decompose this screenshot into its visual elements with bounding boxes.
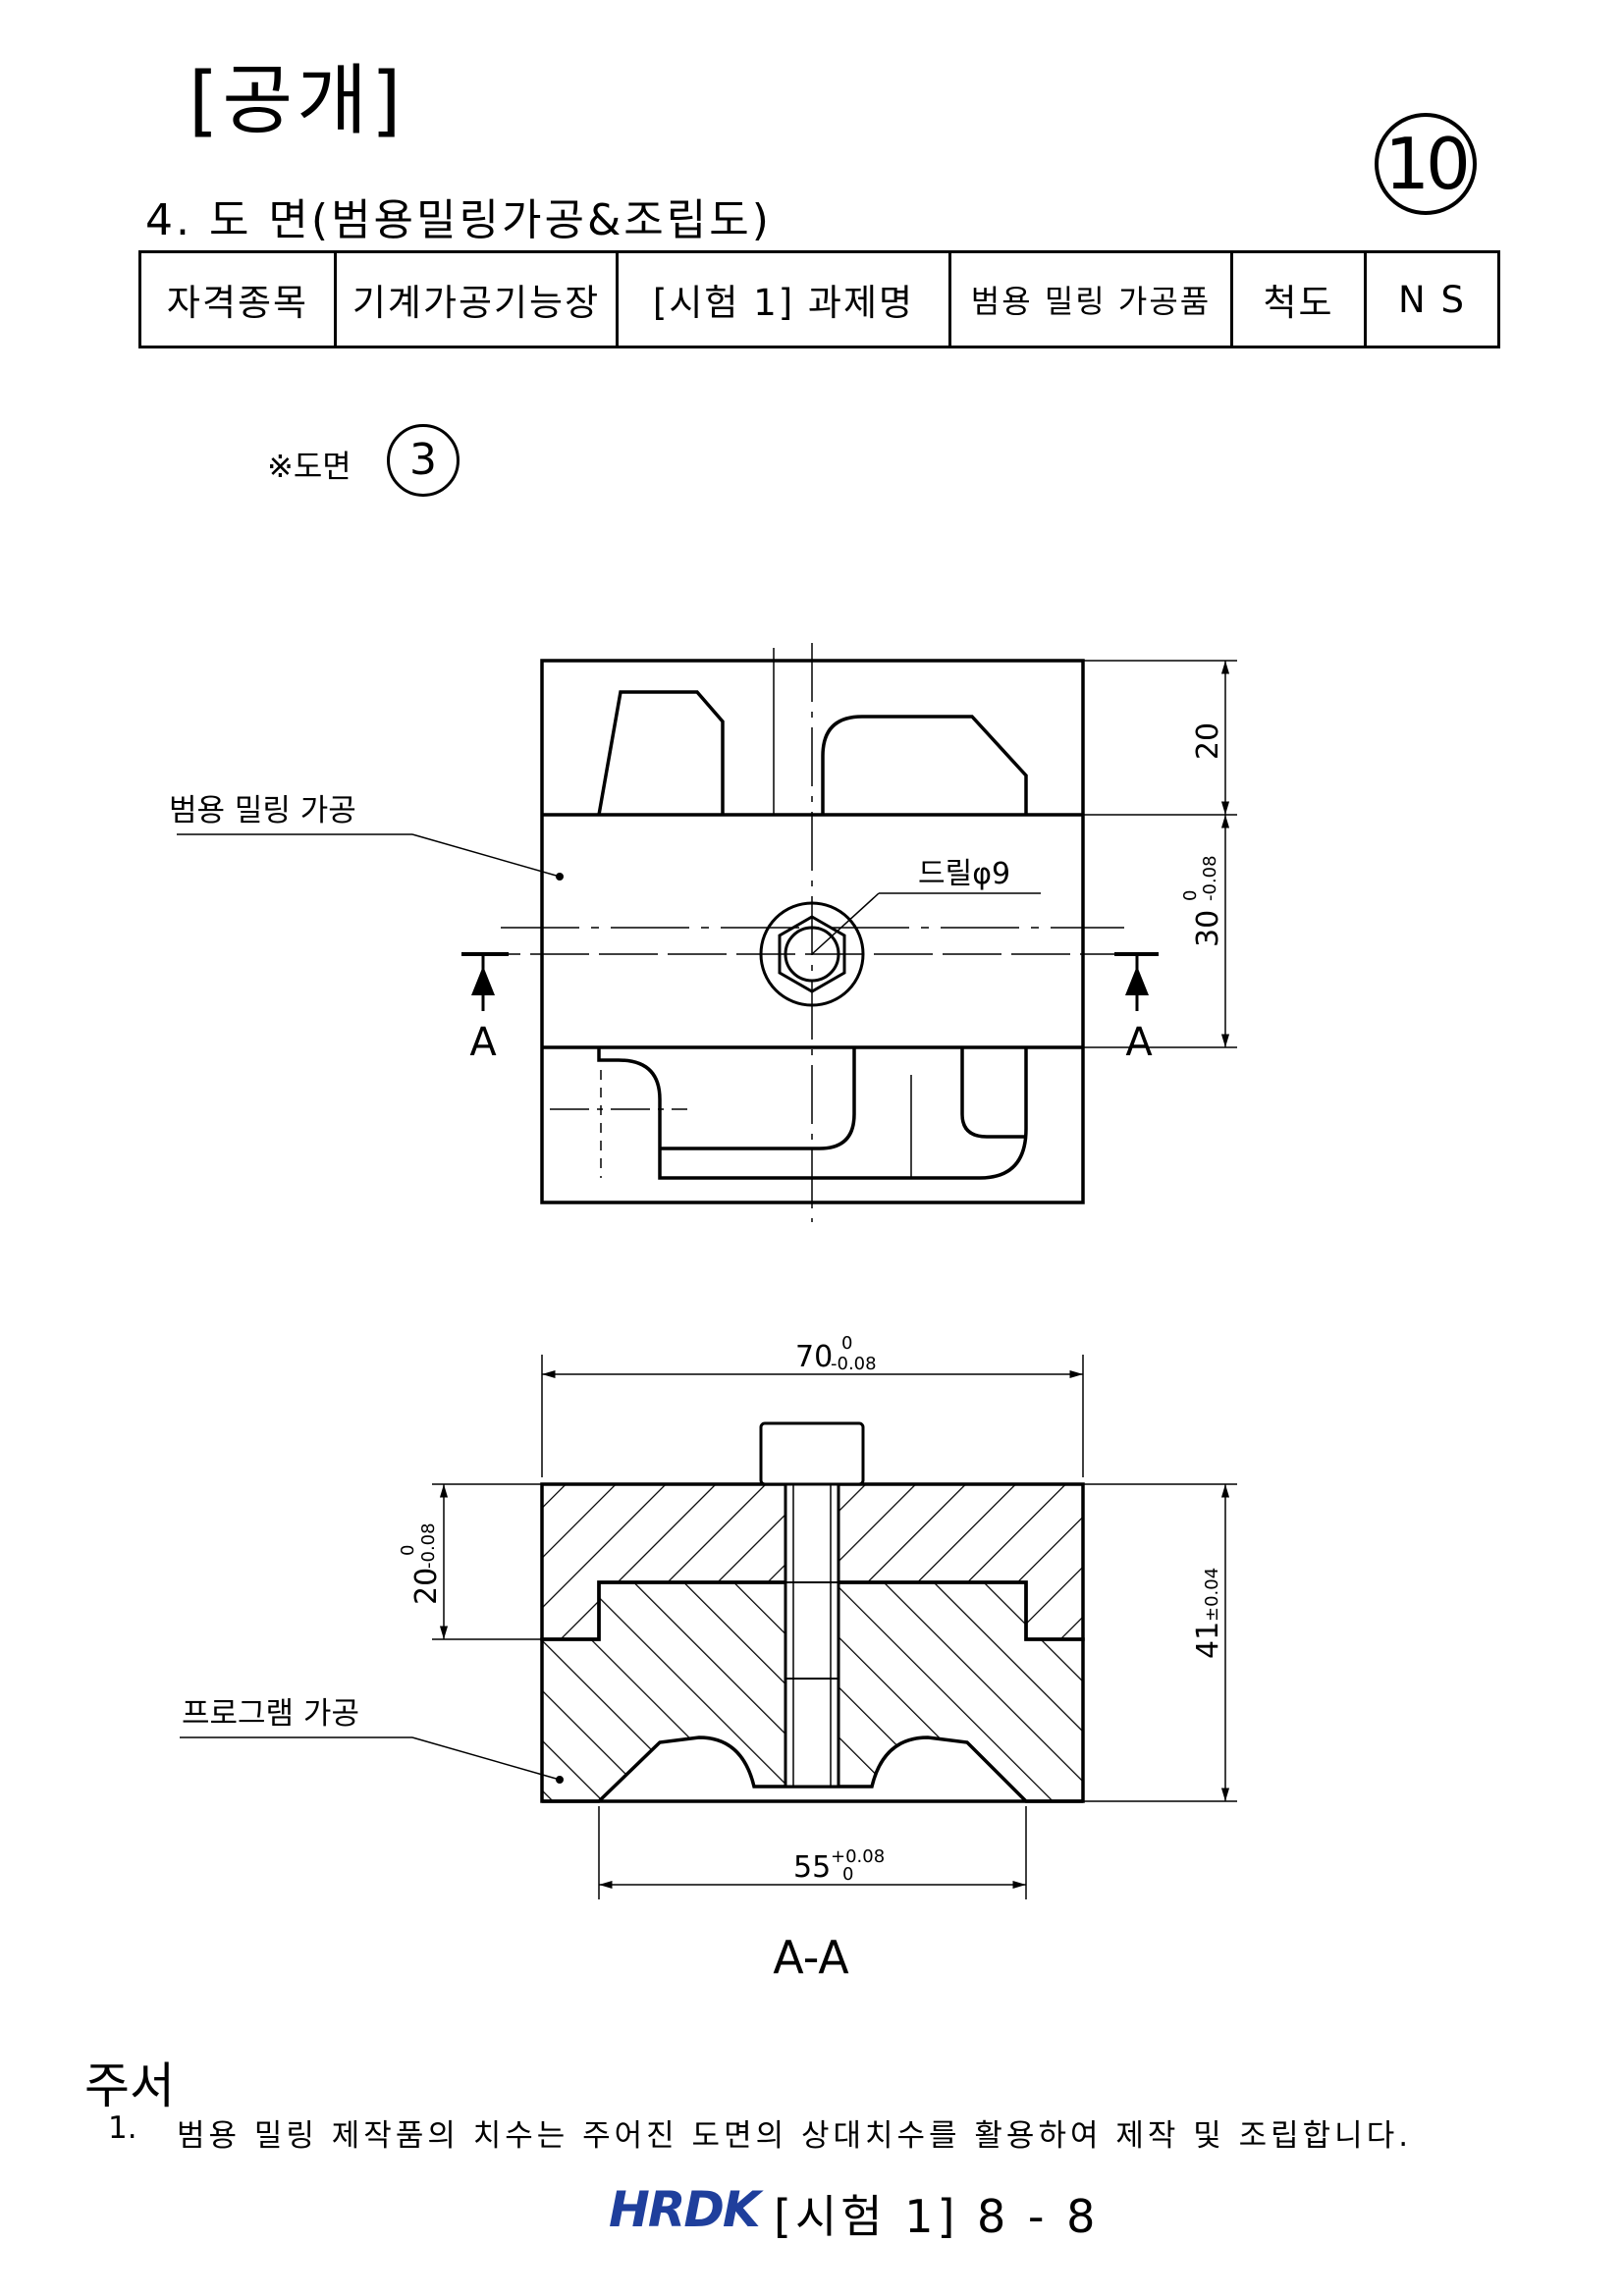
section-view-label: A-A xyxy=(773,1931,849,1984)
dim-width: 70 xyxy=(795,1340,833,1374)
dim-inner-width-tol-lower: 0 xyxy=(842,1864,853,1885)
footer-logo: HRDK xyxy=(609,2181,761,2238)
info-table: 자격종목 기계가공기능장 [시험 1] 과제명 범용 밀링 가공품 척도 N S xyxy=(138,250,1500,348)
dim-top-depth: 20 xyxy=(409,1568,444,1605)
section-marker-right: A xyxy=(1125,1020,1153,1065)
milling-leader xyxy=(411,833,561,878)
upper-right-pocket xyxy=(821,715,1028,815)
dim-width-tol-upper: 0 xyxy=(841,1333,852,1354)
dim-total-height-tol: ±0.04 xyxy=(1202,1568,1222,1622)
section-title: 4. 도 면(범용밀링가공&조립도) xyxy=(145,195,772,245)
bolt-hex xyxy=(778,915,846,993)
certification-value: 기계가공기능장 xyxy=(334,250,619,348)
top-view-outline xyxy=(540,659,1085,1204)
program-leader xyxy=(411,1736,561,1781)
page-number: 10 xyxy=(1384,123,1471,205)
lower-channel-outer xyxy=(597,1047,1028,1180)
section-arrowhead-right xyxy=(1125,966,1149,995)
drill-leader xyxy=(811,892,880,955)
dim-inner-width-tol-upper: +0.08 xyxy=(831,1846,885,1867)
dim-top-height: 20 xyxy=(1191,722,1225,760)
drawing-ref-circle xyxy=(387,424,460,497)
dim-top-depth-tol-lower: -0.08 xyxy=(418,1522,439,1569)
dim-top-depth-tol-upper: 0 xyxy=(398,1545,418,1556)
bolt-head xyxy=(759,1421,865,1486)
dim-total-height: 41 xyxy=(1191,1622,1225,1659)
callout-drill: 드릴φ9 xyxy=(918,857,1010,891)
lower-right-notch xyxy=(960,1047,1026,1139)
top-view xyxy=(177,643,1237,1222)
program-leader-dot xyxy=(556,1776,564,1784)
task-value: 범용 밀링 가공품 xyxy=(948,250,1233,348)
dim-width-tol-lower: -0.08 xyxy=(831,1354,877,1374)
dim-mid-tol-upper: 0 xyxy=(1180,890,1201,901)
section-arrowhead-left xyxy=(471,966,495,995)
note-text: 범용 밀링 제작품의 치수는 주어진 도면의 상대치수를 활용하여 제작 및 조… xyxy=(177,2118,1413,2154)
drawing-ref-mark: ※도면 xyxy=(267,448,352,485)
upper-left-pocket xyxy=(597,690,725,816)
section-view xyxy=(180,1355,1237,1899)
footer-page-text: [시험 1] 8 - 8 xyxy=(774,2190,1100,2243)
bolt-shank xyxy=(784,1482,840,1789)
label-scale: 척도 xyxy=(1230,250,1367,348)
milling-leader-dot xyxy=(556,873,564,881)
page-number-circle xyxy=(1375,113,1477,215)
drawing-ref-number: 3 xyxy=(409,435,437,485)
notes-heading: 주서 xyxy=(84,2057,175,2114)
note-number: 1. xyxy=(108,2110,137,2146)
lower-channel-inner xyxy=(660,1047,856,1150)
dim-mid-tol-lower: -0.08 xyxy=(1200,855,1220,901)
dim-mid-height: 30 xyxy=(1191,910,1225,947)
callout-program: 프로그램 가공 xyxy=(182,1696,359,1732)
header-tag: [공개] xyxy=(189,57,406,145)
info-table-row: 자격종목 기계가공기능장 [시험 1] 과제명 범용 밀링 가공품 척도 N S xyxy=(138,250,1500,348)
label-task: [시험 1] 과제명 xyxy=(616,250,951,348)
dim-inner-width: 55 xyxy=(793,1850,831,1885)
label-certification: 자격종목 xyxy=(138,250,337,348)
section-marker-left: A xyxy=(469,1020,497,1065)
callout-milling: 범용 밀링 가공 xyxy=(169,793,356,828)
scale-value: N S xyxy=(1364,250,1500,348)
